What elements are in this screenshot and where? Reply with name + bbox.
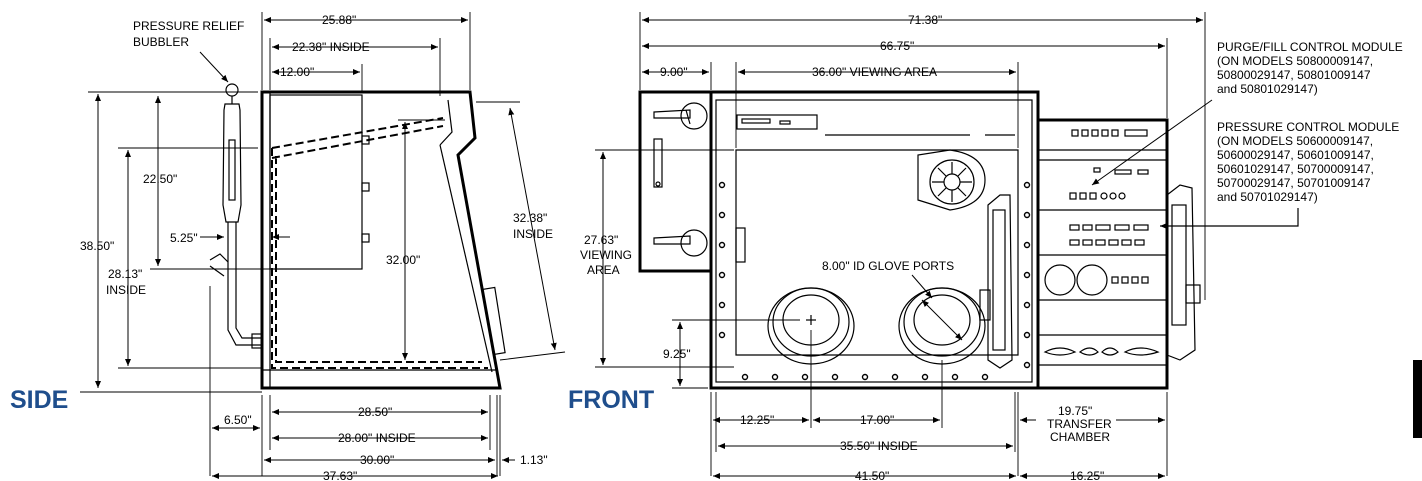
pressure-module-line2: 50600029147, 50601009147, — [1217, 148, 1374, 162]
dim-30-00: 30.00" — [360, 453, 394, 467]
pressure-module-line1: (ON MODELS 50600009147, — [1217, 134, 1373, 148]
dim-38-50: 38.50" — [80, 239, 114, 253]
gauges — [1044, 264, 1149, 296]
dim-28-00: 28.00" INSIDE — [338, 431, 416, 445]
dim-28-13-a: 28.13" — [108, 267, 142, 281]
dim-41-50: 41.50" — [855, 469, 889, 481]
side-door-panel — [482, 286, 506, 356]
dim-17-00: 17.00" — [860, 413, 894, 427]
bubbler-label-line2: BUBBLER — [133, 35, 189, 49]
purge-fill-buttons — [1071, 129, 1148, 137]
purge-module-line3: and 50801029147) — [1217, 82, 1318, 96]
circulation-fan — [917, 149, 986, 211]
dim-9-25: 9.25" — [663, 347, 691, 361]
purge-module-line2: 50800029147, 50801009147 — [1217, 68, 1371, 82]
dim-22-50: 22.50" — [143, 172, 177, 186]
dim-9-00: 9.00" — [660, 65, 688, 79]
glove-port-right — [898, 287, 986, 365]
dim-32-38-a: 32.38" — [513, 211, 547, 225]
frame-bolts — [718, 181, 1031, 381]
dim-25-88: 25.88" — [322, 13, 356, 27]
dim-1-13: 1.13" — [520, 453, 548, 467]
dim-19-75-c: CHAMBER — [1050, 430, 1110, 444]
pressure-module-line4: 50700029147, 50701009147 — [1217, 176, 1371, 190]
dim-28-50: 28.50" — [358, 405, 392, 419]
dim-71-38: 71.38" — [908, 13, 942, 27]
purge-module-title: PURGE/FILL CONTROL MODULE — [1217, 40, 1403, 54]
dim-6-50: 6.50" — [224, 413, 252, 427]
dim-27-63-b: VIEWING — [580, 248, 632, 262]
dim-12-25: 12.25" — [740, 413, 774, 427]
side-view: PRESSURE RELIEF BUBBLER 25.88" 22.38" IN… — [10, 12, 566, 481]
bubbler-label-line1: PRESSURE RELIEF — [133, 19, 244, 33]
purge-module-line1: (ON MODELS 50800009147, — [1217, 54, 1373, 68]
dim-5-25: 5.25" — [170, 231, 198, 245]
pressure-control-buttons — [1069, 167, 1149, 246]
front-view-label: FRONT — [568, 386, 654, 414]
dim-36-00: 36.00" VIEWING AREA — [812, 65, 937, 79]
dim-19-75-a: 19.75" — [1058, 404, 1092, 418]
dim-27-63-c: AREA — [587, 263, 620, 277]
front-view: 71.38" 66.75" 9.00" 36.00" VIEWING AREA … — [568, 12, 1422, 481]
dim-35-50: 35.50" INSIDE — [840, 439, 918, 453]
pressure-module-line5: and 50701029147) — [1217, 190, 1318, 204]
dim-19-75-b: TRANSFER — [1047, 417, 1112, 431]
front-cabinet-outline — [709, 90, 1040, 390]
side-interior-dashed — [271, 117, 488, 369]
pressure-module-line3: 50601029147, 50700009147, — [1217, 162, 1374, 176]
chamber-handles — [1043, 347, 1160, 356]
dim-12-00: 12.00" — [280, 65, 314, 79]
transfer-chamber-door — [979, 194, 1013, 369]
dim-28-13-b: INSIDE — [106, 283, 146, 297]
pressure-module-title: PRESSURE CONTROL MODULE — [1217, 120, 1399, 134]
side-shelf — [269, 94, 363, 270]
front-side-hatch — [638, 90, 713, 273]
dim-66-75: 66.75" — [880, 39, 914, 53]
dim-37-63: 37.63" — [323, 469, 357, 481]
side-cabinet-outline — [260, 90, 502, 390]
dim-27-63-a: 27.63" — [584, 233, 618, 247]
page-edge-bar — [1413, 360, 1422, 438]
dim-22-38: 22.38" INSIDE — [292, 40, 370, 54]
glove-ports-label: 8.00" ID GLOVE PORTS — [822, 259, 954, 273]
dim-32-38-b: INSIDE — [513, 227, 553, 241]
dim-16-25: 16.25" — [1070, 469, 1104, 481]
dim-32-00: 32.00" — [386, 253, 420, 267]
side-view-label: SIDE — [10, 386, 68, 414]
right-chamber-door — [1166, 184, 1201, 361]
pressure-relief-bubbler — [209, 83, 263, 349]
